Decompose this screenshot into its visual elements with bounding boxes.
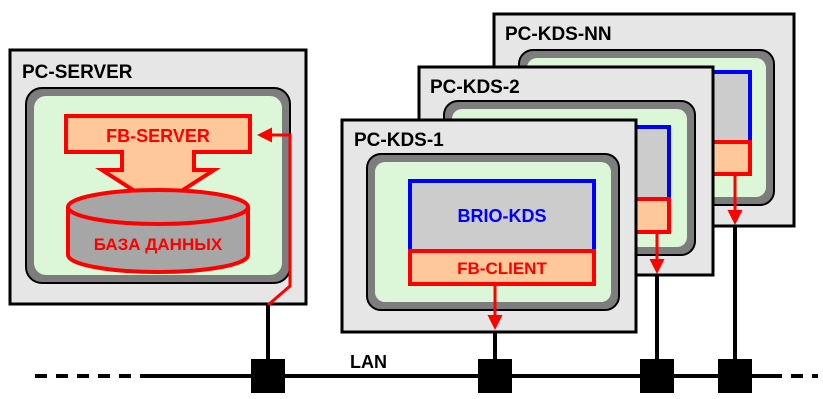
pc-server-title: PC-SERVER (22, 62, 133, 83)
brio-kds-label: BRIO-KDS (458, 206, 547, 226)
database-top (66, 188, 250, 226)
lan-connector-kds-nn (718, 359, 752, 393)
fb-server-label: FB-SERVER (106, 126, 210, 146)
lan-connector-server (251, 359, 285, 393)
fb-server-box (64, 114, 252, 209)
lan-connectors (251, 359, 752, 393)
server-connection-arrow (257, 127, 292, 307)
lan-label: LAN (350, 352, 387, 372)
pc-kds-1: PC-KDS-1 BRIO-KDS FB-CLIENT (340, 118, 638, 376)
pc-kds-2-title: PC-KDS-2 (430, 77, 520, 98)
pc-kds-1-title: PC-KDS-1 (354, 130, 444, 151)
database-icon (66, 188, 250, 274)
fb-client-label: FB-CLIENT (457, 259, 547, 278)
lan-connector-kds-1 (478, 359, 512, 393)
pc-server: PC-SERVER FB-SERVER БАЗА ДАННЫХ (8, 48, 308, 376)
database-label: БАЗА ДАННЫХ (94, 235, 223, 254)
lan-bus: LAN (35, 352, 818, 378)
pc-kds-nn-title: PC-KDS-NN (505, 24, 612, 45)
fb-client-box (408, 249, 596, 286)
lan-connector-kds-2 (640, 359, 674, 393)
